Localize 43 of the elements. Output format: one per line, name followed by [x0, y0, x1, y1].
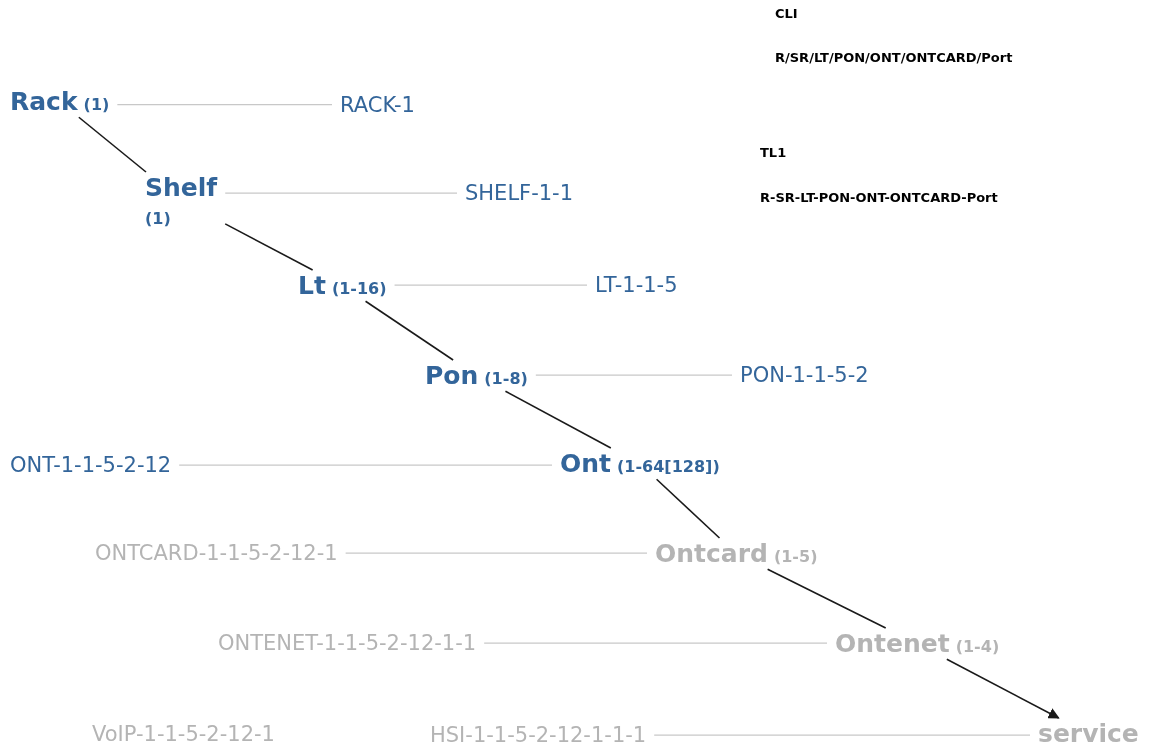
address-label: RACK-1 [332, 92, 423, 119]
address-label: HSI-1-1-5-2-12-1-1-1 [422, 722, 655, 749]
address-label: PON-1-1-5-2 [732, 362, 877, 389]
connector-line [224, 192, 458, 194]
level-name: Ont [560, 449, 611, 478]
level-name: service [1038, 719, 1139, 748]
address-label: LT-1-1-5 [587, 272, 686, 299]
count-range-label: (1) [83, 95, 110, 114]
connector-line [178, 464, 553, 466]
level-name: Shelf [145, 173, 218, 202]
level-name: Rack [10, 87, 78, 116]
interface-heading: CLI [775, 6, 798, 21]
level-name: Ontcard [655, 539, 768, 568]
connector-line [116, 104, 333, 106]
address-label: ONT-1-1-5-2-12 [2, 452, 180, 479]
count-range-label: (1-64[128]) [617, 457, 720, 476]
hierarchy-line [364, 300, 454, 361]
connector-line [483, 642, 828, 644]
connector-line [345, 552, 648, 554]
address-label: ONTCARD-1-1-5-2-12-1 [87, 540, 346, 567]
level-name: Pon [425, 361, 479, 390]
count-range-label: (1-4) [955, 637, 1000, 656]
hierarchy-line [504, 390, 612, 449]
level-name: Lt [298, 271, 326, 300]
address-label: ONTENET-1-1-5-2-12-1-1 [210, 630, 485, 657]
hierarchy-line [655, 478, 721, 539]
address-label: SHELF-1-1 [457, 180, 582, 207]
connector-line [393, 284, 588, 286]
path-format-text: R/SR/LT/PON/ONT/ONTCARD/Port [775, 50, 1013, 65]
count-range-label: (1-5) [773, 547, 818, 566]
connector-line [653, 734, 1031, 736]
count-range-label: (1) [145, 209, 172, 230]
interface-heading: TL1 [760, 145, 787, 160]
hierarchy-line [224, 223, 314, 271]
count-range-label: (1-8) [484, 369, 528, 388]
connector-line [535, 374, 733, 376]
address-label: VoIP-1-1-5-2-12-1 [92, 722, 275, 746]
count-range-label: (1-16) [331, 279, 387, 298]
path-format-text: R-SR-LT-PON-ONT-ONTCARD-Port [760, 190, 998, 205]
arrow [946, 658, 1060, 719]
hierarchy-line [78, 116, 147, 173]
hierarchy-line [766, 568, 887, 629]
level-name: Ontenet [835, 629, 950, 658]
